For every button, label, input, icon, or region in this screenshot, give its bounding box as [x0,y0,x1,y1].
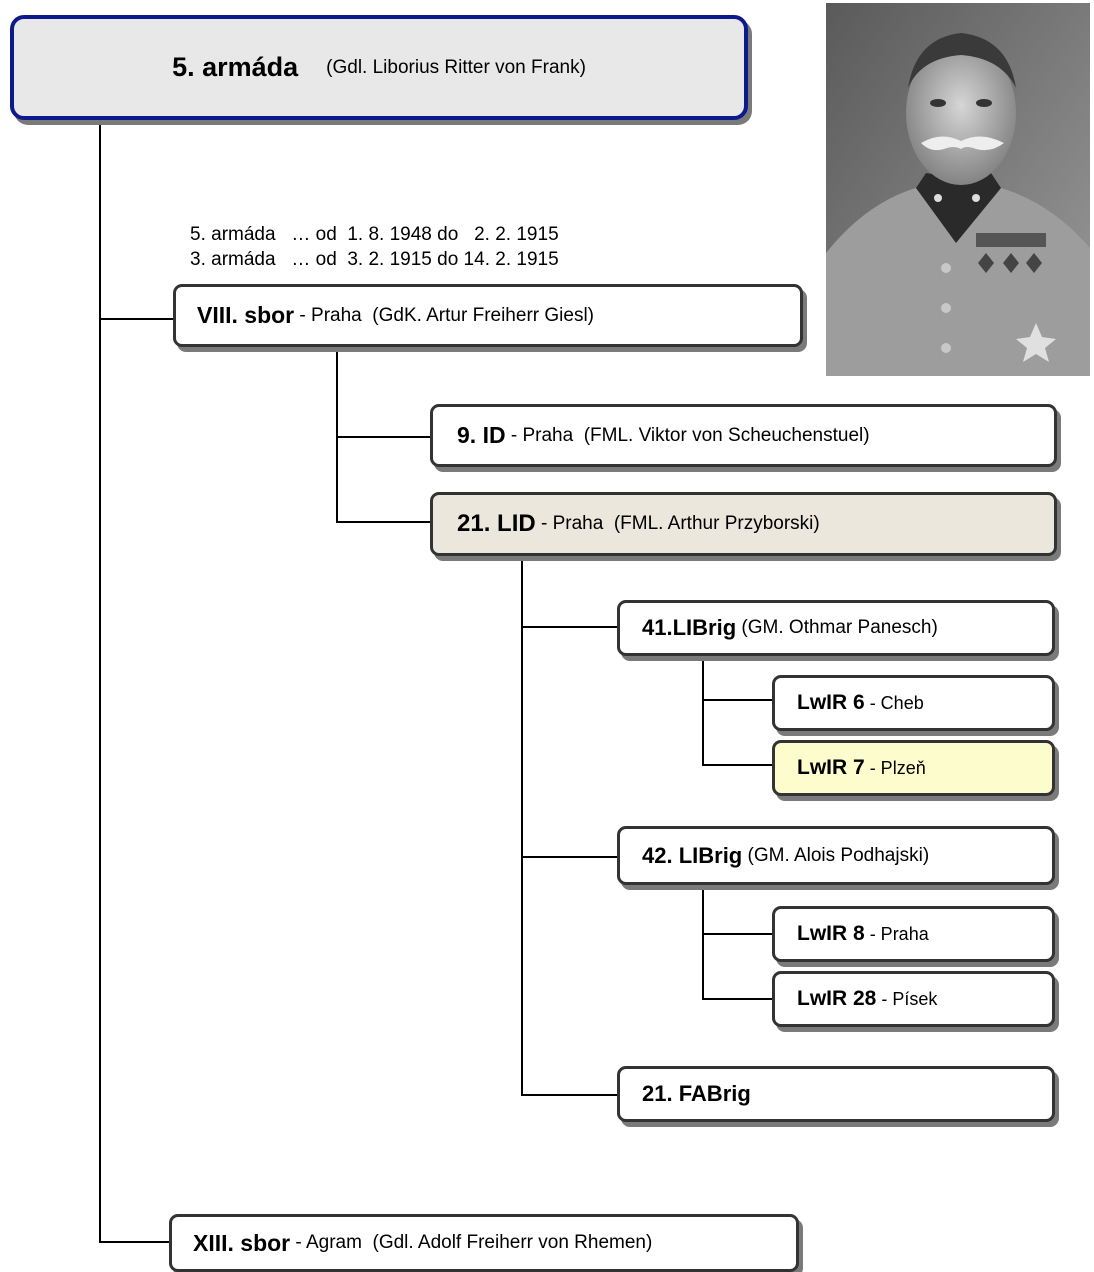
connector [336,436,432,438]
connector [336,521,432,523]
army-name: 5. armáda [172,52,299,82]
connector [521,626,619,628]
brigade-42-node: 42. LIBrig (GM. Alois Podhajski) [617,826,1055,885]
corps-13-detail: - Agram (Gdl. Adolf Freiherr von Rhemen) [290,1232,653,1253]
regiment-28-name: LwIR 28 [797,987,877,1010]
regiment-28-node: LwIR 28 - Písek [772,971,1055,1027]
division-9-detail: - Praha (FML. Viktor von Scheuchenstuel) [505,424,870,446]
connector [702,699,774,701]
corps-8-name: VIII. sbor [197,302,295,328]
connector [702,933,774,935]
regiment-6-name: LwIR 6 [797,691,865,714]
portrait-photo [826,3,1090,376]
connector [521,856,619,858]
army-commander: (Gdl. Liborius Ritter von Frank) [326,56,586,78]
artillery-brigade-name: 21. FABrig [642,1081,751,1106]
connector [702,885,704,1000]
artillery-brigade-node: 21. FABrig [617,1066,1055,1122]
brigade-41-node: 41.LIBrig (GM. Othmar Panesch) [617,600,1055,656]
regiment-8-detail: - Praha [864,923,929,944]
regiment-7-name: LwIR 7 [797,756,865,779]
division-21-node: 21. LID - Praha (FML. Arthur Przyborski) [430,492,1057,556]
corps-8-detail: - Praha (GdK. Artur Freiherr Giesl) [294,304,594,326]
history-line: 5. armáda … od 1. 8. 1948 do 2. 2. 1915 [190,224,559,245]
connector [99,1241,171,1243]
brigade-42-name: 42. LIBrig [642,842,743,868]
division-9-name: 9. ID [457,422,506,448]
connector [99,318,175,320]
connector [702,764,774,766]
regiment-7-node: LwIR 7 - Plzeň [772,740,1055,796]
division-9-node: 9. ID - Praha (FML. Viktor von Scheuchen… [430,404,1057,467]
corps-13-name: XIII. sbor [193,1229,291,1256]
history-line: 3. armáda … od 3. 2. 1915 do 14. 2. 1915 [190,249,559,270]
division-21-name: 21. LID [457,510,536,537]
regiment-6-node: LwIR 6 - Cheb [772,675,1055,731]
connector [521,556,523,1096]
regiment-8-name: LwIR 8 [797,922,865,945]
corps-13-node: XIII. sbor - Agram (Gdl. Adolf Freiherr … [169,1214,799,1272]
regiment-6-detail: - Cheb [864,692,924,713]
corps-8-node: VIII. sbor - Praha (GdK. Artur Freiherr … [173,284,803,347]
connector [99,120,101,1242]
connector [702,656,704,766]
army-history: 5. armáda … od 1. 8. 1948 do 2. 2. 1915 … [190,222,559,272]
army-node: 5. armáda (Gdl. Liborius Ritter von Fran… [10,15,748,120]
brigade-41-detail: (GM. Othmar Panesch) [736,617,938,638]
connector [521,1094,619,1096]
regiment-28-detail: - Písek [876,988,938,1009]
connector [336,347,338,523]
brigade-41-name: 41.LIBrig [642,615,737,640]
brigade-42-detail: (GM. Alois Podhajski) [742,844,930,866]
division-21-detail: - Praha (FML. Arthur Przyborski) [535,513,820,534]
regiment-8-node: LwIR 8 - Praha [772,906,1055,962]
regiment-7-detail: - Plzeň [864,757,926,778]
connector [702,998,774,1000]
